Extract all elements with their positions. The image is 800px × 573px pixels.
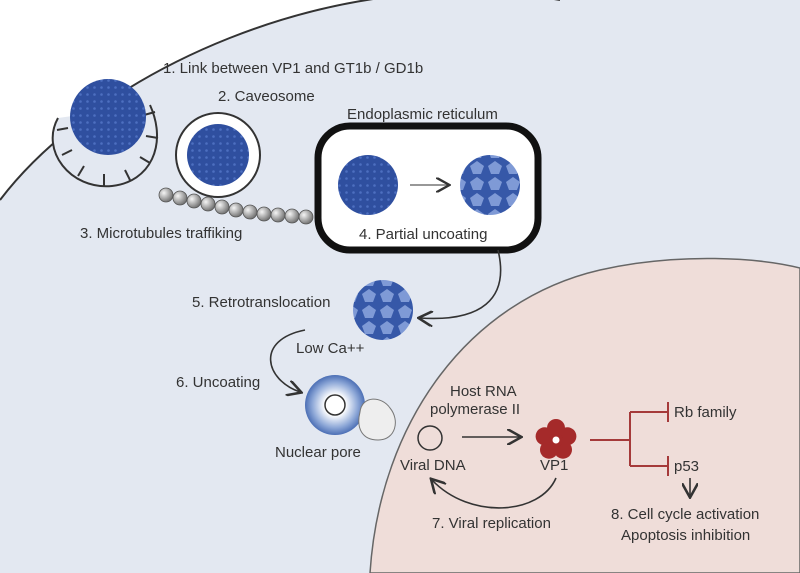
step4-label: 4. Partial uncoating <box>359 226 487 243</box>
step3-label: 3. Microtubules traffiking <box>80 225 242 242</box>
viral-dna-label: Viral DNA <box>400 457 466 474</box>
er-title: Endoplasmic reticulum <box>347 106 498 123</box>
step1-label: 1. Link between VP1 and GT1b / GD1b <box>163 60 423 77</box>
step2-label: 2. Caveosome <box>218 88 315 105</box>
retrotranslocation-arrow <box>420 249 502 318</box>
step6-label: 6. Uncoating <box>176 374 260 391</box>
pore-dna-ring <box>324 394 346 416</box>
vp1-protein-icon <box>535 419 577 459</box>
step8-label-line1: 8. Cell cycle activation <box>611 506 759 523</box>
nuclear-pore-label: Nuclear pore <box>275 444 361 461</box>
p53-label: p53 <box>674 458 699 475</box>
retrotranslocated-virion <box>353 280 413 340</box>
nuclear-pore <box>305 375 365 435</box>
partially-uncoated-virion <box>460 155 520 215</box>
vp1-label: VP1 <box>540 457 568 474</box>
host-rna-label-line2: polymerase II <box>430 401 520 418</box>
virion-in-caveosome <box>187 124 249 186</box>
virion-in-er <box>338 155 398 215</box>
uncoating-arrow <box>269 329 306 392</box>
microtubule <box>158 187 314 225</box>
pore-complex-part <box>358 398 396 441</box>
low-calcium-label: Low Ca++ <box>296 340 365 357</box>
replication-arrow <box>432 478 557 509</box>
step7-label: 7. Viral replication <box>432 515 551 532</box>
step8-label-line2: Apoptosis inhibition <box>621 527 750 544</box>
host-rna-label-line1: Host RNA <box>450 383 517 400</box>
virion-at-membrane <box>70 79 146 155</box>
rb-family-label: Rb family <box>674 404 737 421</box>
receptor-ticks <box>56 111 159 186</box>
inhibition-lines <box>590 402 669 476</box>
step5-label: 5. Retrotranslocation <box>192 294 330 311</box>
viral-dna-circle <box>417 425 443 451</box>
plasma-membrane <box>0 0 560 201</box>
